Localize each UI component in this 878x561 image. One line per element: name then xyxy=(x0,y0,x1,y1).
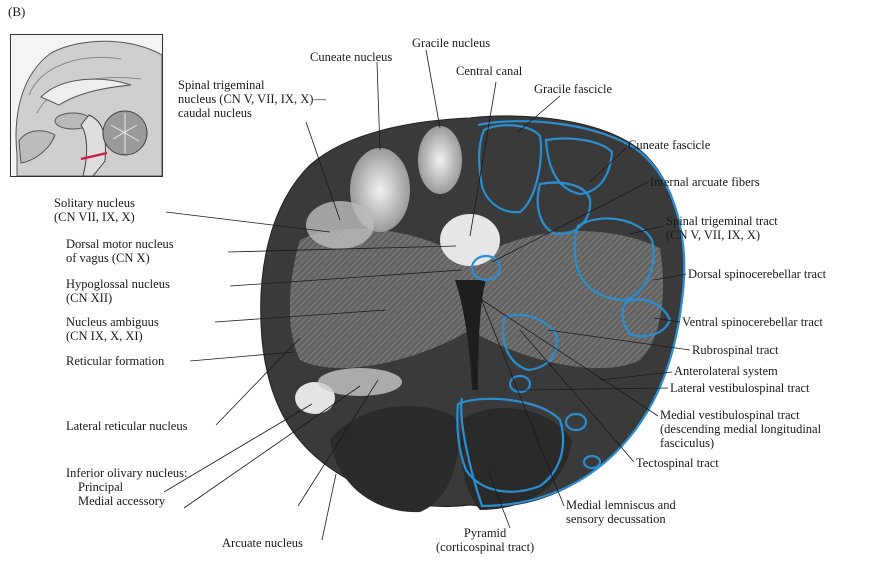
label-spinal-trigeminal-nucleus: Spinal trigeminal nucleus (CN V, VII, IX… xyxy=(178,78,326,120)
label-medial-vestibulospinal-tract: Medial vestibulospinal tract (descending… xyxy=(660,408,821,450)
label-line: nucleus (CN V, VII, IX, X)— xyxy=(178,92,326,106)
label-gracile-nucleus: Gracile nucleus xyxy=(412,36,490,50)
label-nucleus-ambiguus: Nucleus ambiguus (CN IX, X, XI) xyxy=(66,315,159,343)
label-central-canal: Central canal xyxy=(456,64,522,78)
label-line: (CN VII, IX, X) xyxy=(54,210,135,224)
label-line: Nucleus ambiguus xyxy=(66,315,159,329)
label-solitary-nucleus: Solitary nucleus (CN VII, IX, X) xyxy=(54,196,135,224)
label-ventral-spinocerebellar-tract: Ventral spinocerebellar tract xyxy=(682,315,823,329)
label-rubrospinal-tract: Rubrospinal tract xyxy=(692,343,778,357)
label-line: (CN IX, X, XI) xyxy=(66,329,159,343)
label-lateral-vestibulospinal-tract: Lateral vestibulospinal tract xyxy=(670,381,810,395)
label-dorsal-motor-nucleus: Dorsal motor nucleus of vagus (CN X) xyxy=(66,237,174,265)
label-line: Dorsal motor nucleus xyxy=(66,237,174,251)
label-line: Principal xyxy=(66,480,187,494)
label-line: Spinal trigeminal xyxy=(178,78,326,92)
label-line: (corticospinal tract) xyxy=(436,540,534,554)
label-line: Inferior olivary nucleus: xyxy=(66,466,187,480)
label-line: Pyramid xyxy=(436,526,534,540)
label-line: of vagus (CN X) xyxy=(66,251,174,265)
gracile-nucleus-region xyxy=(418,126,462,194)
label-line: Solitary nucleus xyxy=(54,196,135,210)
label-line: Medial vestibulospinal tract xyxy=(660,408,821,422)
label-line: Medial accessory xyxy=(66,494,187,508)
label-dorsal-spinocerebellar-tract: Dorsal spinocerebellar tract xyxy=(688,267,826,281)
label-inferior-olivary-nucleus: Inferior olivary nucleus: Principal Medi… xyxy=(66,466,187,508)
label-line: sensory decussation xyxy=(566,512,676,526)
label-medial-lemniscus: Medial lemniscus and sensory decussation xyxy=(566,498,676,526)
label-gracile-fascicle: Gracile fascicle xyxy=(534,82,612,96)
label-tectospinal-tract: Tectospinal tract xyxy=(636,456,719,470)
label-line: (CN XII) xyxy=(66,291,170,305)
label-line: (CN V, VII, IX, X) xyxy=(666,228,778,242)
label-cuneate-nucleus: Cuneate nucleus xyxy=(310,50,392,64)
label-pyramid: Pyramid (corticospinal tract) xyxy=(436,526,534,554)
label-reticular-formation: Reticular formation xyxy=(66,354,164,368)
label-line: Medial lemniscus and xyxy=(566,498,676,512)
label-line: Hypoglossal nucleus xyxy=(66,277,170,291)
label-line: fasciculus) xyxy=(660,436,821,450)
label-line: Spinal trigeminal tract xyxy=(666,214,778,228)
label-anterolateral-system: Anterolateral system xyxy=(674,364,778,378)
label-cuneate-fascicle: Cuneate fascicle xyxy=(628,138,710,152)
label-line: (descending medial longitudinal xyxy=(660,422,821,436)
label-spinal-trigeminal-tract: Spinal trigeminal tract (CN V, VII, IX, … xyxy=(666,214,778,242)
label-arcuate-nucleus: Arcuate nucleus xyxy=(222,536,303,550)
label-hypoglossal-nucleus: Hypoglossal nucleus (CN XII) xyxy=(66,277,170,305)
label-line: caudal nucleus xyxy=(178,106,326,120)
label-lateral-reticular-nucleus: Lateral reticular nucleus xyxy=(66,419,187,433)
label-internal-arcuate-fibers: Internal arcuate fibers xyxy=(650,175,760,189)
central-canal-region xyxy=(440,214,500,266)
